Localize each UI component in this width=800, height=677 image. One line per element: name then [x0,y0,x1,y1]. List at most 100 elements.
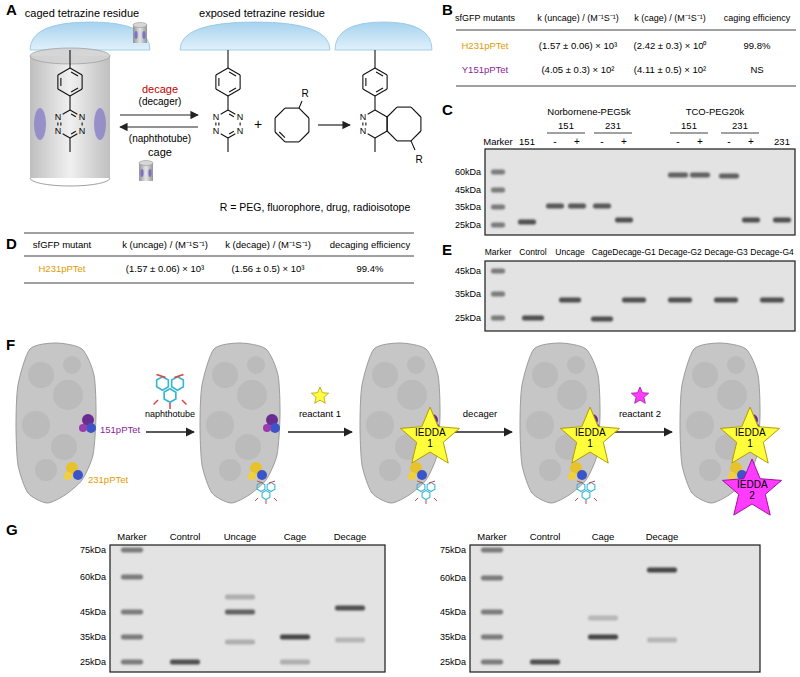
mw-label: 25kDa [80,657,106,667]
table-header: k (uncage) / (M⁻¹S⁻¹) [122,240,208,251]
residue-bond [69,50,70,68]
star-label: IEDDA 1 [575,427,605,449]
lane-label: Cage [284,532,307,543]
surface-texture [53,380,83,410]
phenyl-ring [375,68,387,75]
process-arrow [608,431,672,432]
treatment-sign: - [553,136,556,148]
residue-231 [408,472,416,480]
surface-texture [532,362,558,388]
naphthotube-ring [257,483,265,492]
gel-band [481,610,503,615]
mutant-name: Y151pPTet [462,65,508,76]
surface-texture [235,434,261,460]
naphthotube-ring [587,483,595,492]
naphthotube-bond [169,403,171,409]
treatment-sign: - [727,136,730,148]
gel-band [481,576,503,581]
cyclooctane-ring [420,117,421,131]
phenyl-ring [375,89,387,96]
lane-label: Cage [592,248,612,258]
panel-letter: C [442,101,453,118]
residue-231 [248,472,256,480]
lane-label: 231 [774,137,790,148]
tetrazine-ring [70,134,77,138]
trans-cyclooctene-ring [275,108,285,118]
residue-231 [568,472,576,480]
naphthotube-icon [142,31,145,39]
star-fill [723,459,782,515]
panel-letter: G [6,521,18,538]
phenyl-ring [365,78,366,86]
gel-band [491,188,505,193]
naphthotube-ring [582,491,590,500]
reaction-arrow [120,126,198,127]
star-shape: IEDDA 1 [398,406,462,470]
substituent-bond [299,101,302,108]
tetrazine-ring [82,123,83,126]
naphthotube-icon [139,161,153,166]
gel-frame [470,545,760,672]
star-fill [401,407,460,463]
naphthotube-icon [134,31,137,39]
lane-label: Marker [483,137,513,148]
group-label: TCO-PEG20k [686,107,745,118]
naphthotube-ring [172,377,184,391]
lane-label: Control [519,248,546,258]
surface-texture [51,434,77,460]
methyl-bond [69,138,70,152]
residue-label: exposed tetrazine residue [199,7,325,20]
table-header: sfGFP mutant [33,240,91,251]
naphthotube-bond [154,400,159,405]
naphthotube-bond [575,498,578,501]
mw-label: 60kDa [455,167,481,177]
mw-label: 60kDa [440,573,466,583]
tetrazine-ring [60,123,61,126]
naphthotube-molecule [415,481,437,504]
surface-texture [206,411,234,439]
table-rule [24,283,414,284]
surface-texture [237,380,267,410]
trans-cyclooctene-ring [279,132,285,138]
gel-band [121,635,143,640]
gel-frame [485,261,795,331]
panel-letter: A [6,1,17,18]
lane-label: Marker [477,532,507,543]
table-header: k (uncage) / (M⁻¹S⁻¹) [537,13,619,23]
phenyl-ring [362,75,363,89]
cyclooctane-ring [411,131,421,141]
mw-label: 60kDa [80,572,106,582]
mw-label: 35kDa [440,632,466,642]
phenyl-ring [229,72,236,76]
naphthotube-bond [417,481,423,483]
gel-band [559,298,581,303]
naphthotube-bond [586,500,587,504]
residue-231 [73,470,83,480]
gel-band [546,204,564,209]
gel-band [593,204,611,209]
gel-band [668,298,692,303]
table-header: caging efficiency [724,13,790,23]
mw-label: 75kDa [80,545,106,555]
table-cell: 99.4% [357,264,384,275]
table-header: sfGFP mutants [455,13,515,23]
gel-band [647,568,677,573]
reagent-label: decager [463,409,497,420]
gel-band [588,635,618,640]
tetrazine-ring [71,114,76,117]
table-cell: (4.11 ± 0.5) × 10² [634,65,706,76]
surface-texture [22,411,50,439]
phenyl-ring [376,88,383,92]
trans-cyclooctene-ring [275,118,276,132]
surface-texture [219,459,241,481]
reagent-label: (naphthotube) [129,133,191,145]
pyridazine-ring [368,134,375,138]
tetrazine-ring [218,123,219,126]
gel-band [568,204,586,209]
tetrazine-ring [71,131,76,134]
lane-label: Cage [592,532,615,543]
gel-band [225,610,255,615]
surface-texture [366,411,394,439]
gel-band [225,595,255,600]
residue-bond [227,50,228,68]
